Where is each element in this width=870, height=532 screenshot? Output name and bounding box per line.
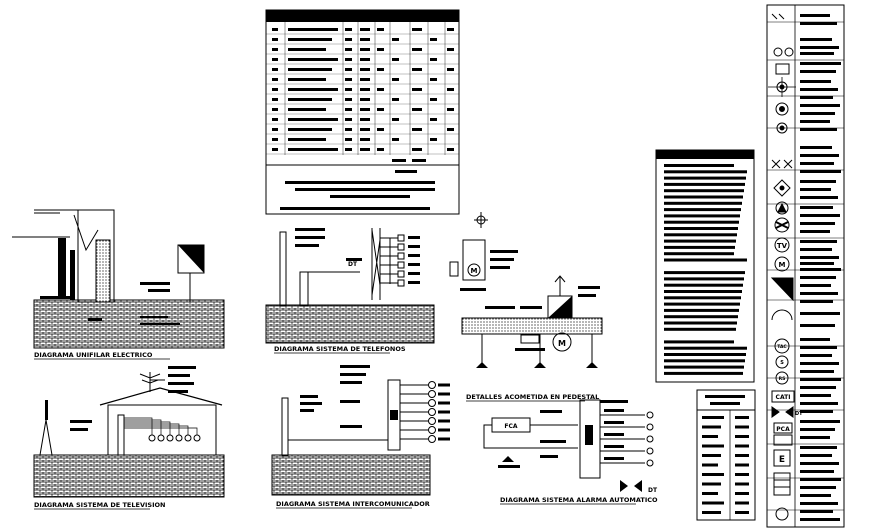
ground-icon bbox=[775, 507, 789, 521]
diagram-unifilar: DIAGRAMA UNIFILAR ELECTRICO bbox=[12, 209, 225, 360]
pca-icon bbox=[773, 422, 793, 434]
label-m-top: M bbox=[471, 267, 478, 275]
table-rows bbox=[266, 22, 459, 155]
detector-icon bbox=[771, 406, 794, 418]
table-footer bbox=[280, 159, 435, 210]
label-dt-alarma: DT bbox=[648, 487, 658, 494]
legend-cati-text: CATI bbox=[776, 394, 791, 401]
small-table-lines bbox=[702, 395, 749, 514]
diagram-intercomunicador: DIAGRAMA SISTEMA INTERCOMUNICADOR bbox=[271, 365, 450, 509]
diagram-acometida: M M DETALLES ACOMETIDA EN PEDESTAL bbox=[449, 212, 603, 402]
legend-icons bbox=[768, 13, 796, 521]
fan-icon bbox=[771, 309, 793, 321]
motor-icon bbox=[774, 256, 790, 272]
legend-s-text: S bbox=[780, 360, 784, 366]
title-unifilar: DIAGRAMA UNIFILAR ELECTRICO bbox=[34, 351, 153, 359]
small-schedule-table bbox=[696, 389, 756, 521]
switch-icon bbox=[771, 13, 785, 20]
label-m-bottom: M bbox=[558, 339, 566, 348]
diagram-television: DIAGRAMA SISTEMA DE TELEVISION bbox=[33, 366, 225, 510]
diagram-telefonos: DT DIAGRAMA SISTEMA DE TELEFONOS bbox=[265, 228, 435, 354]
legend-rows bbox=[767, 14, 844, 521]
title-television: DIAGRAMA SISTEMA DE TELEVISION bbox=[34, 501, 165, 509]
legend-e-text: E bbox=[779, 455, 785, 465]
cati-icon bbox=[771, 390, 795, 403]
legend-tv-text: TV bbox=[777, 242, 788, 250]
legend-tac-text: TAC bbox=[777, 344, 787, 350]
lamp-icon bbox=[775, 102, 789, 116]
title-intercomunicador: DIAGRAMA SISTEMA INTERCOMUNICADOR bbox=[276, 500, 430, 508]
label-dt-telefonos: DT bbox=[348, 261, 358, 268]
legend-rs-text: RS bbox=[779, 376, 786, 382]
legend-symbol-texts: TV M TAC S RS CATI DT PCA E bbox=[776, 242, 804, 465]
symbol-legend: TV M TAC S RS CATI DT PCA E bbox=[766, 4, 845, 528]
legend-dt-text: DT bbox=[795, 411, 803, 417]
legend-m-text: M bbox=[779, 261, 786, 269]
rs-icon bbox=[775, 371, 789, 385]
label-fca: FCA bbox=[504, 423, 518, 430]
diagram-alarma: FCA DT DIAGRAMA SISTEMA ALARMA AUTOMATIC… bbox=[483, 399, 658, 505]
title-telefonos: DIAGRAMA SISTEMA DE TELEFONOS bbox=[274, 345, 406, 353]
phone-branches bbox=[380, 234, 420, 287]
load-schedule-table bbox=[265, 9, 460, 215]
panel-icon bbox=[775, 63, 790, 75]
notes-lines bbox=[664, 164, 747, 375]
antenna-icon bbox=[771, 159, 793, 169]
tv-outlet-icon bbox=[774, 237, 790, 253]
valve-icon bbox=[774, 217, 790, 233]
notes-panel bbox=[655, 149, 755, 383]
transformer-icon bbox=[770, 277, 794, 302]
legend-pca-text: PCA bbox=[776, 426, 790, 433]
tac-icon bbox=[774, 338, 790, 354]
outlet-icon bbox=[773, 47, 783, 57]
tv-branches bbox=[124, 417, 201, 442]
alarm-branches bbox=[600, 409, 654, 467]
emergency-icon bbox=[773, 449, 791, 467]
junction-icon bbox=[773, 179, 791, 197]
title-acometida: DETALLES ACOMETIDA EN PEDESTAL bbox=[466, 393, 599, 401]
siren-icon bbox=[773, 472, 791, 496]
keypad-icon bbox=[773, 434, 793, 446]
speaker-icon bbox=[775, 201, 789, 215]
title-alarma: DIAGRAMA SISTEMA ALARMA AUTOMATICO bbox=[500, 496, 658, 504]
recessed-icon bbox=[776, 122, 788, 134]
sensor-icon bbox=[775, 355, 789, 369]
intercom-branches bbox=[400, 381, 450, 443]
